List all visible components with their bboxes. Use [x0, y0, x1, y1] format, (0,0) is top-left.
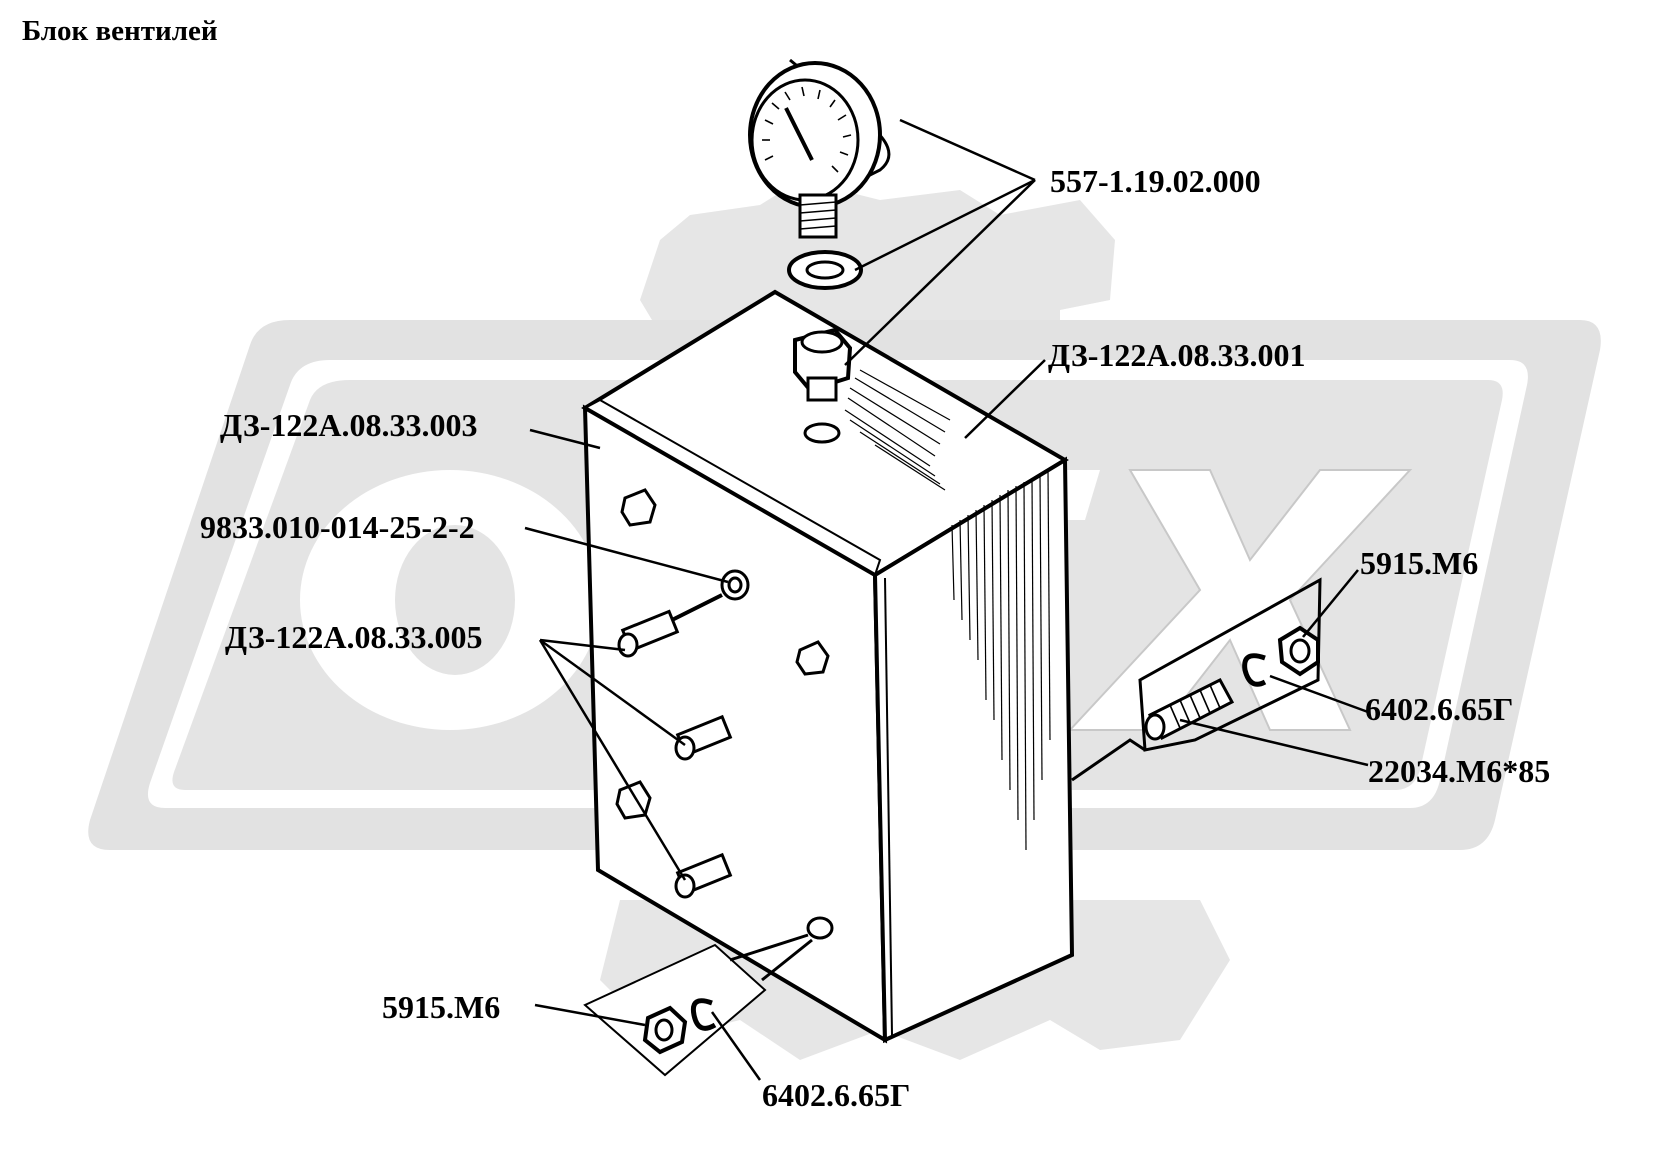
bottom-hole — [806, 916, 834, 940]
callout-nut-right: 5915.М6 — [1360, 545, 1478, 581]
pressure-gauge — [748, 58, 891, 290]
bottom-washer — [690, 998, 717, 1031]
callout-bolt-right: 22034.М6*85 — [1368, 753, 1550, 789]
top-face-hatching — [844, 369, 951, 491]
gauge-ticks — [762, 86, 852, 173]
callout-valves: ДЗ-122А.08.33.005 — [225, 619, 482, 655]
leader-lines — [524, 118, 1369, 1081]
watermark-letter-o-hole — [395, 525, 515, 675]
callout-gauge: 557-1.19.02.000 — [1050, 163, 1261, 199]
valve-block — [581, 289, 1075, 1044]
gauge-needle — [784, 107, 814, 161]
callout-side-plate: ДЗ-122А.08.33.003 — [220, 407, 477, 443]
right-fastener-detail — [1071, 577, 1322, 782]
right-bolt-thread — [1169, 684, 1221, 729]
plug-top — [620, 488, 657, 527]
block-side-face — [872, 456, 1075, 1044]
front-face-fittings — [615, 488, 834, 940]
page-title: Блок вентилей — [22, 15, 218, 47]
top-port — [803, 422, 841, 444]
callout-washer-right: 6402.6.65Г — [1365, 691, 1513, 727]
watermark-letter-kh — [1070, 470, 1410, 730]
gauge-thread — [799, 201, 837, 230]
callout-nut-bottom: 5915.М6 — [382, 989, 500, 1025]
gauge-stem — [798, 193, 838, 239]
callout-washer-bottom: 6402.6.65Г — [762, 1077, 910, 1113]
callout-top-plate: ДЗ-122А.08.33.001 — [1048, 337, 1305, 373]
right-bolt — [1144, 678, 1235, 741]
right-washer — [1242, 653, 1267, 687]
side-face-hatching — [951, 469, 1051, 851]
bottom-fastener-detail — [583, 933, 813, 1077]
callout-ring: 9833.010-014-25-2-2 — [200, 509, 475, 545]
plug-middle — [795, 640, 830, 676]
